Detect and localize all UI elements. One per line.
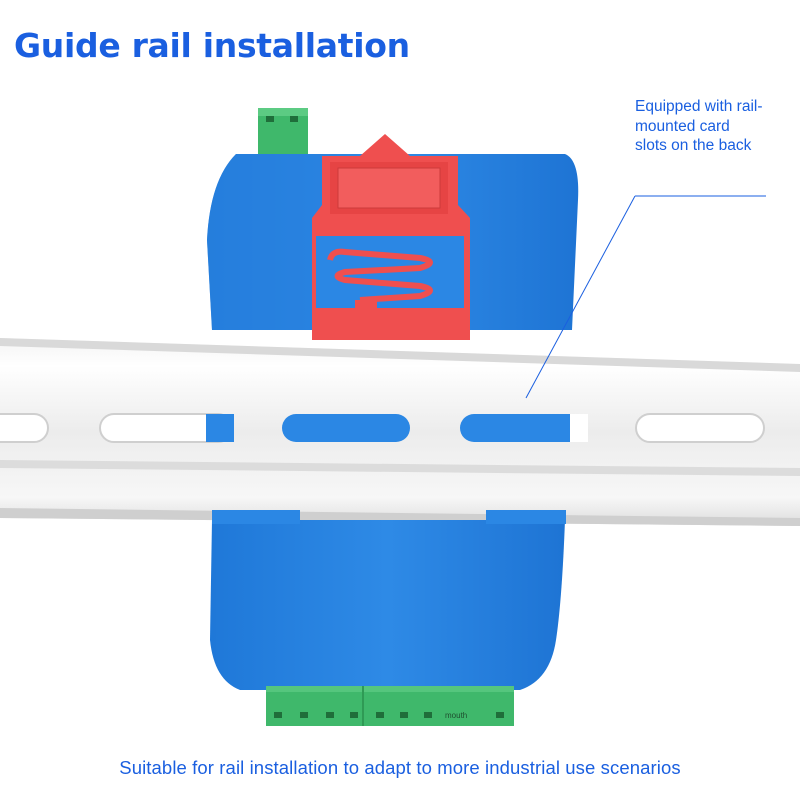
top-terminal-connector	[258, 108, 308, 154]
module-lower-body	[210, 510, 566, 690]
din-rail-clip	[312, 134, 470, 340]
bottom-terminal-block: mouth	[266, 686, 514, 726]
annotation-leader-line	[525, 195, 766, 399]
caption: Suitable for rail installation to adapt …	[119, 757, 681, 778]
terminal-label: mouth	[445, 711, 467, 720]
page-title: Guide rail installation	[14, 26, 410, 65]
din-rail	[0, 338, 800, 526]
rail-slot-annotation: Equipped with rail-mounted card slots on…	[635, 98, 763, 154]
